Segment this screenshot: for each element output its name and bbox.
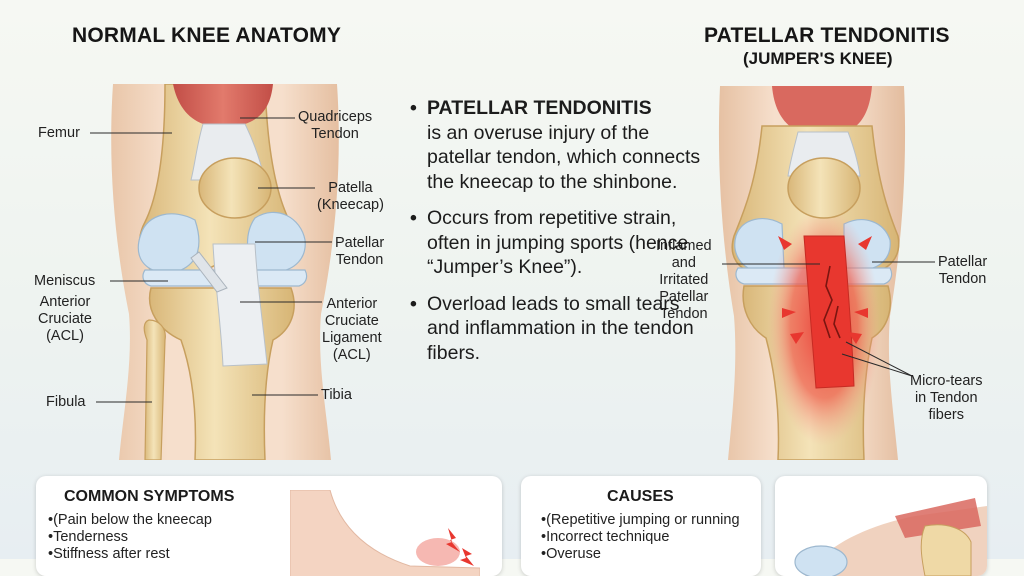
bullet-cause: • Occurs from repetitive strain, often i…	[410, 206, 710, 280]
painful-knee-illustration	[290, 490, 480, 576]
pain-arrows	[778, 236, 872, 344]
causes-card: CAUSES (Repetitive jumping or running In…	[521, 476, 761, 576]
label-acl-left: Anterior Cruciate (ACL)	[38, 294, 92, 344]
bullet-definition: • PATELLAR TENDONITIS is an overuse inju…	[410, 96, 710, 194]
label-acl-right: Anterior Cruciate Ligament (ACL)	[322, 296, 382, 363]
right-panel-title: PATELLAR TENDONITIS	[704, 24, 950, 47]
bullet-dot: •	[410, 292, 417, 315]
fibula-bone	[143, 319, 166, 460]
label-tibia: Tibia	[321, 387, 352, 403]
symptom-item: (Pain below the kneecap	[48, 512, 212, 529]
pain-bolt-icon	[446, 528, 460, 552]
label-inflamed-tendon: Inflamed and Irritated Patellar Tendon	[656, 238, 712, 322]
label-quadriceps-tendon: Quadriceps Tendon	[298, 109, 373, 142]
pain-bolt-icon-2	[460, 548, 474, 566]
cause-item: Incorrect technique	[541, 529, 740, 546]
inflamed-tendon	[803, 235, 855, 389]
bullet-dot: •	[410, 207, 417, 229]
knee-detail-illustration	[794, 498, 987, 576]
right-panel-subtitle: (JUMPER'S KNEE)	[743, 49, 893, 68]
knee-detail-card	[775, 476, 987, 576]
cause-item: (Repetitive jumping or running	[541, 512, 739, 529]
label-fibula: Fibula	[46, 394, 86, 410]
detail-bone	[920, 524, 972, 576]
info-bullets: • PATELLAR TENDONITIS is an overuse inju…	[410, 96, 710, 377]
bullet-cause-text: Occurs from repetitive strain, often in …	[427, 207, 689, 278]
normal-knee-illustration	[111, 84, 339, 460]
tendonitis-knee-illustration	[718, 86, 906, 460]
label-femur: Femur	[38, 125, 80, 141]
label-micro-tears: Micro-tears in Tendon fibers	[910, 373, 983, 423]
bullet-dot: •	[410, 97, 417, 119]
detail-patella	[794, 545, 848, 576]
symptoms-list: (Pain below the kneecap Tenderness Stiff…	[48, 512, 212, 563]
causes-title: CAUSES	[607, 488, 674, 505]
cause-item: Overuse	[541, 546, 740, 563]
patella-right	[787, 157, 861, 219]
symptoms-card: COMMON SYMPTOMS (Pain below the kneecap …	[36, 476, 502, 576]
symptom-item: Tenderness	[48, 529, 212, 546]
symptoms-title: COMMON SYMPTOMS	[64, 488, 235, 505]
micro-tear-lines	[823, 265, 841, 339]
detail-muscle	[895, 498, 981, 538]
left-panel-title: NORMAL KNEE ANATOMY	[72, 24, 342, 47]
muscle-right	[772, 86, 872, 132]
acl-ligament	[190, 251, 228, 293]
bullet-definition-text: is an overuse injury of the patellar ten…	[427, 121, 701, 193]
leg-skin-small	[290, 490, 480, 576]
label-meniscus: Meniscus	[34, 273, 96, 289]
pain-spot	[416, 538, 460, 566]
label-patella: Patella (Kneecap)	[317, 180, 384, 213]
quadriceps-muscle	[173, 84, 273, 124]
bullet-mechanism: • Overload leads to small tears and infl…	[410, 292, 710, 366]
bullet-definition-title: PATELLAR TENDONITIS	[427, 97, 652, 119]
femoral-cartilage	[137, 213, 200, 271]
patella-bone	[198, 157, 272, 219]
label-patellar-tendon-right: Patellar Tendon	[938, 254, 988, 287]
label-patellar-tendon: Patellar Tendon	[335, 235, 385, 268]
symptom-item: Stiffness after rest	[48, 546, 212, 563]
bullet-mechanism-text: Overload leads to small tears and inflam…	[427, 292, 694, 364]
causes-list: (Repetitive jumping or running Incorrect…	[541, 512, 740, 563]
